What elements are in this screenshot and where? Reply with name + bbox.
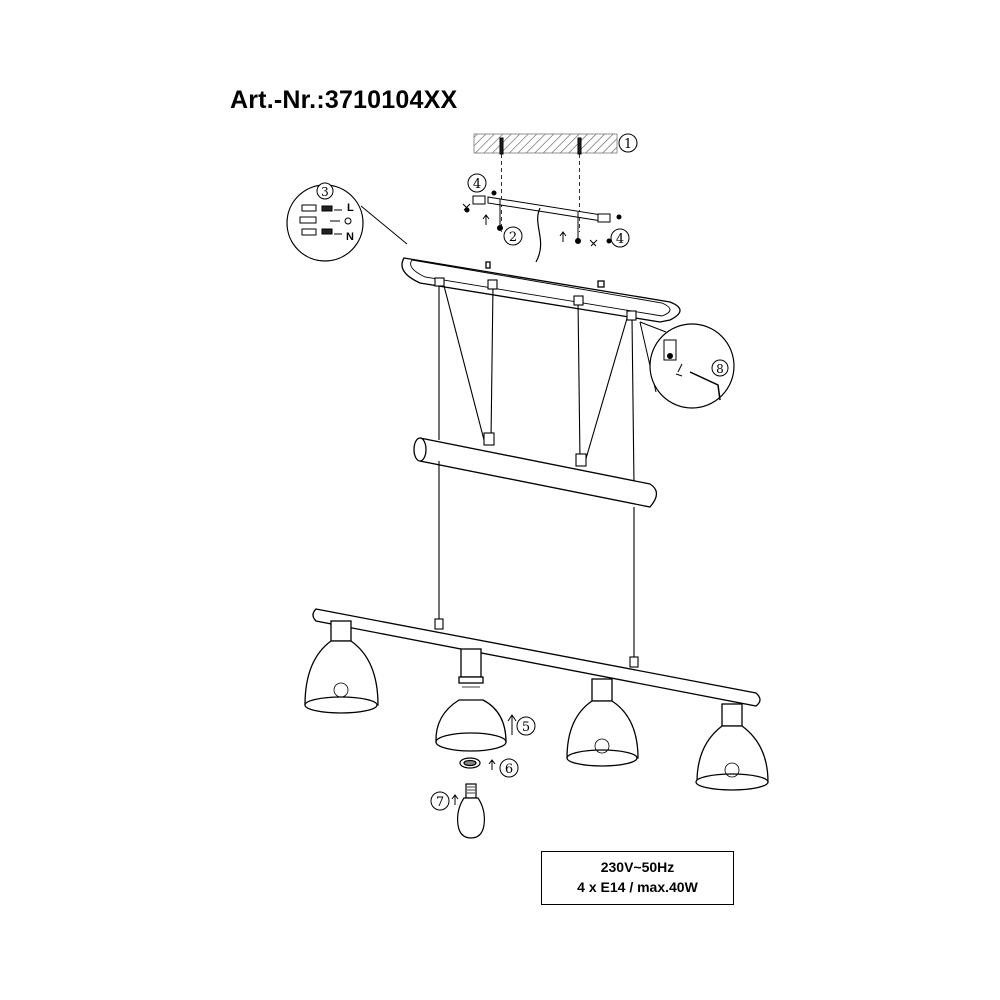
bulb-spec: 4 x E14 / max.40W — [577, 879, 698, 895]
step-7-number: 7 — [436, 795, 444, 810]
rotate-arrow-icons — [462, 203, 598, 247]
middle-tube — [413, 437, 658, 508]
upper-suspension-cables — [434, 277, 637, 486]
step-2-number: 2 — [509, 230, 517, 245]
step-8-number: 8 — [716, 362, 724, 376]
shade-ring — [459, 757, 481, 769]
lamp-head-1 — [304, 620, 379, 714]
step-1-callout: 1 — [618, 133, 638, 153]
step-5-number: 5 — [522, 720, 530, 735]
step-7-callout: 7 — [430, 791, 459, 811]
mounting-bracket — [464, 190, 622, 263]
wiring-detail-magnifier: 3 L N — [286, 182, 408, 262]
ceiling-screws — [499, 137, 582, 232]
lamp-head-4 — [695, 703, 769, 791]
live-label: L — [347, 202, 354, 214]
voltage-spec: 230V~50Hz — [600, 859, 675, 875]
lamp-head-3 — [566, 678, 639, 767]
step-6-callout: 6 — [488, 758, 519, 778]
canopy — [401, 257, 681, 323]
light-bulb — [457, 783, 485, 839]
step-6-number: 6 — [505, 762, 513, 777]
cable-lock-magnifier: 8 — [639, 321, 735, 409]
electrical-spec-box: 230V~50Hz 4 x E14 / max.40W — [541, 851, 734, 905]
step-2-callout: 2 — [503, 226, 523, 246]
step-4-callout-left: 4 — [467, 173, 487, 193]
step-1-number: 1 — [624, 137, 632, 152]
lamp-head-2-exploded — [435, 648, 507, 752]
article-number-title: Art.-Nr.:3710104XX — [230, 86, 458, 114]
lower-suspension-cables — [434, 461, 639, 668]
step-4-callout-right: 4 — [610, 228, 630, 248]
step-4-number-left: 4 — [473, 177, 481, 192]
step-3-number: 3 — [321, 185, 329, 199]
step-5-callout: 5 — [507, 714, 536, 736]
step-4-number-right: 4 — [616, 232, 624, 247]
ceiling — [473, 133, 618, 154]
neutral-label: N — [346, 231, 354, 243]
lamp-bar — [312, 608, 761, 707]
